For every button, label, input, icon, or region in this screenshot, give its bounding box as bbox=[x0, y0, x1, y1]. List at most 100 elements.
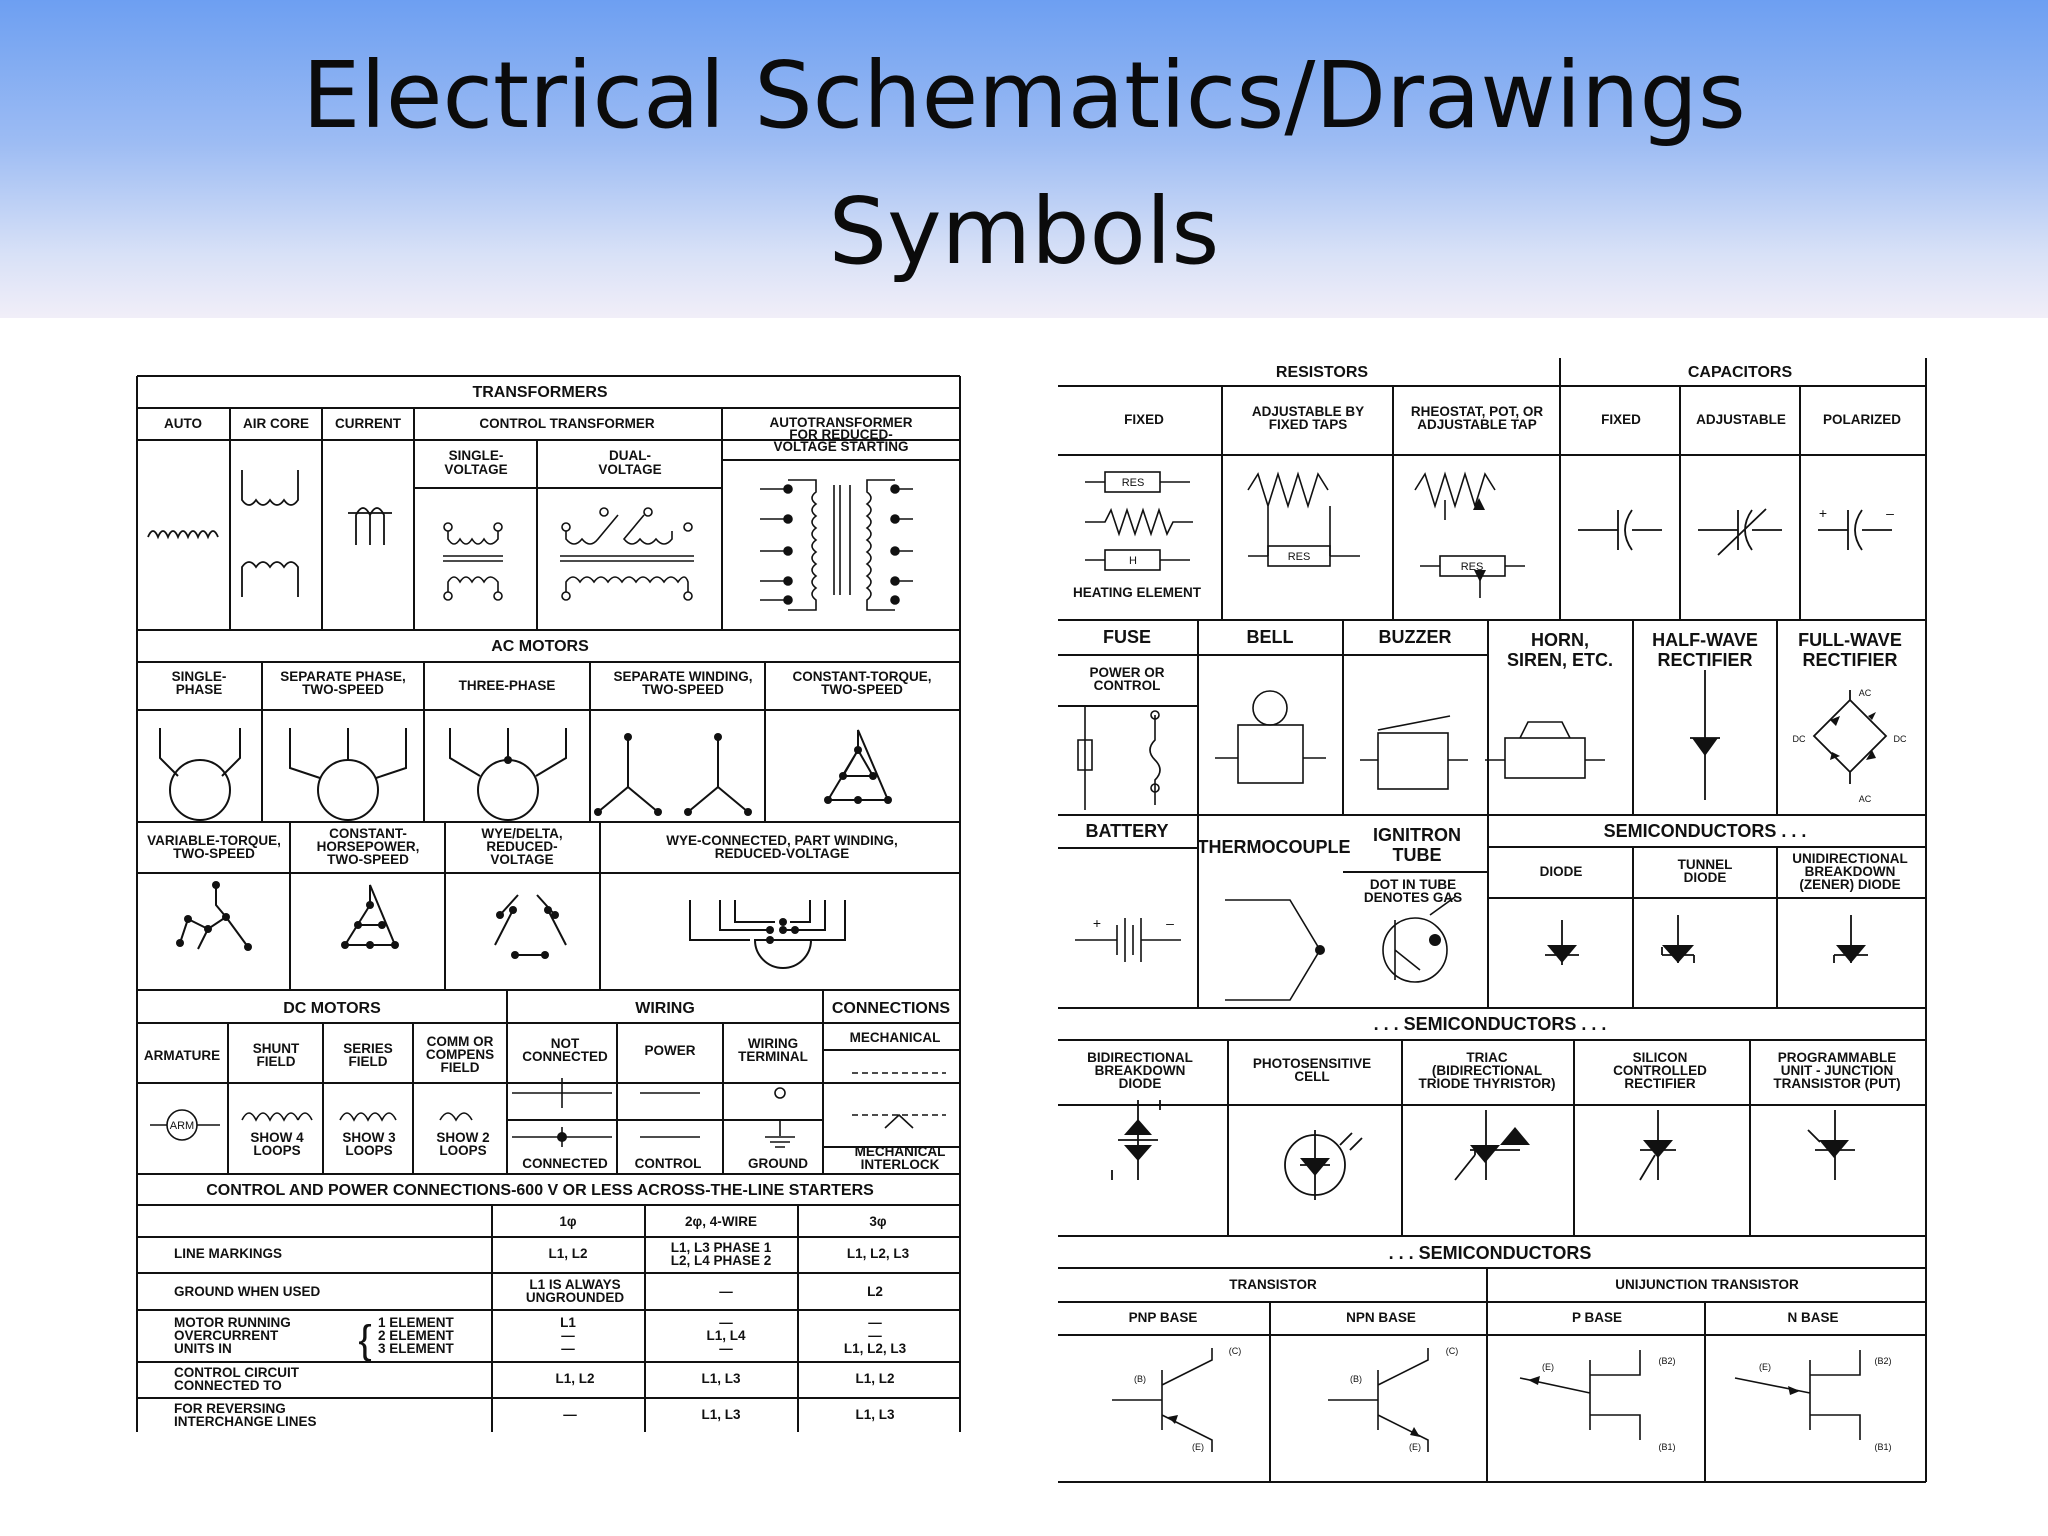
armature-label: ARMATURE bbox=[144, 1048, 220, 1063]
horn-heading-2: SIREN, ETC. bbox=[1507, 650, 1613, 670]
table-cell: L1 bbox=[560, 1315, 576, 1330]
row-label: UNITS IN bbox=[174, 1341, 232, 1356]
shunt-field-label-2: FIELD bbox=[257, 1054, 296, 1069]
rheostat-label: RHEOSTAT, POT, OR bbox=[1411, 404, 1544, 419]
autotransformer-label: AUTOTRANSFORMER bbox=[770, 415, 913, 430]
terminal-labels: (C) (B) (E) (C) (B) (E) (B2) (E) (B1) (B… bbox=[1134, 1346, 1892, 1452]
table-cell: L1, L4 bbox=[706, 1328, 746, 1343]
zener-label-2: BREAKDOWN bbox=[1805, 864, 1896, 879]
c-label-2: (C) bbox=[1446, 1346, 1459, 1356]
power-label: POWER bbox=[644, 1043, 695, 1058]
constant-hp-label-3: TWO-SPEED bbox=[327, 852, 409, 867]
minus-sign: – bbox=[1886, 505, 1894, 521]
row-label: FOR REVERSING bbox=[174, 1401, 286, 1416]
ground-label: GROUND bbox=[748, 1156, 808, 1171]
autotransformer-label-3: VOLTAGE STARTING bbox=[774, 439, 909, 454]
plus-sign: + bbox=[1819, 505, 1827, 521]
e-label-4: (E) bbox=[1759, 1362, 1771, 1372]
row-label: CONNECTED TO bbox=[174, 1378, 282, 1393]
b-label-2: (B) bbox=[1350, 1374, 1362, 1384]
table-cell: — bbox=[719, 1284, 733, 1299]
res-label-3: RES bbox=[1461, 561, 1484, 573]
starters-heading: CONTROL AND POWER CONNECTIONS-600 V OR L… bbox=[206, 1182, 874, 1199]
row-label: GROUND WHEN USED bbox=[174, 1284, 321, 1299]
ignitron-heading-2: TUBE bbox=[1393, 845, 1442, 865]
show4-label: SHOW 4 bbox=[250, 1130, 304, 1145]
starters-row-labels: LINE MARKINGS GROUND WHEN USED MOTOR RUN… bbox=[174, 1246, 455, 1429]
col-3phase: 3φ bbox=[869, 1214, 887, 1229]
row-sublabel: 1 ELEMENT bbox=[378, 1315, 455, 1330]
half-wave-heading-2: RECTIFIER bbox=[1657, 650, 1752, 670]
constant-torque-label: CONSTANT-TORQUE, bbox=[792, 669, 931, 684]
table-cell: — bbox=[868, 1315, 882, 1330]
constant-hp-label-2: HORSEPOWER, bbox=[317, 839, 420, 854]
table-cell: L1, L3 bbox=[855, 1407, 895, 1422]
thermocouple-heading: THERMOCOUPLE bbox=[1198, 837, 1351, 857]
scr-label-2: CONTROLLED bbox=[1613, 1063, 1707, 1078]
connected-label: CONNECTED bbox=[522, 1156, 608, 1171]
dc-motors-heading: DC MOTORS bbox=[283, 1000, 381, 1017]
not-connected-label: NOT bbox=[551, 1036, 580, 1051]
ac-label-2: AC bbox=[1859, 794, 1872, 804]
wiring-heading: WIRING bbox=[635, 1000, 695, 1017]
ujt-label: UNIJUNCTION TRANSISTOR bbox=[1615, 1277, 1799, 1292]
b2-label: (B2) bbox=[1658, 1356, 1675, 1366]
table-cell: L1, L2 bbox=[855, 1371, 894, 1386]
adjustable-capacitor-label: ADJUSTABLE bbox=[1696, 412, 1786, 427]
e-label-3: (E) bbox=[1542, 1362, 1554, 1372]
control-transformer-label: CONTROL TRANSFORMER bbox=[479, 416, 654, 431]
table-cell: — bbox=[561, 1341, 575, 1356]
series-field-label: SERIES bbox=[343, 1041, 393, 1056]
tunnel-diode-label: TUNNEL bbox=[1678, 857, 1733, 872]
separate-phase-label: SEPARATE PHASE, bbox=[280, 669, 406, 684]
right-grid bbox=[1058, 358, 1927, 1483]
current-label: CURRENT bbox=[335, 416, 402, 431]
resistor-symbols bbox=[1085, 471, 1525, 598]
semiconductors-mid-heading: . . . SEMICONDUCTORS . . . bbox=[1374, 1014, 1607, 1034]
connections-heading: CONNECTIONS bbox=[832, 1000, 951, 1017]
semiconductors-end-heading: . . . SEMICONDUCTORS bbox=[1389, 1243, 1592, 1263]
battery-heading: BATTERY bbox=[1086, 821, 1169, 841]
rheostat-label-2: ADJUSTABLE TAP bbox=[1417, 417, 1537, 432]
horn-heading: HORN, bbox=[1531, 630, 1589, 650]
separate-phase-label-2: TWO-SPEED bbox=[302, 682, 384, 697]
transistor-symbols bbox=[1112, 1348, 1861, 1452]
table-cell: — bbox=[868, 1328, 882, 1343]
row-label: CONTROL CIRCUIT bbox=[174, 1365, 300, 1380]
dc-label: DC bbox=[1793, 734, 1806, 744]
control-label: CONTROL bbox=[635, 1156, 702, 1171]
heating-element-label: HEATING ELEMENT bbox=[1073, 585, 1202, 600]
zener-label-3: (ZENER) DIODE bbox=[1799, 877, 1900, 892]
res-label-2: RES bbox=[1288, 551, 1311, 563]
zener-label: UNIDIRECTIONAL bbox=[1792, 851, 1908, 866]
ac-motors-heading: AC MOTORS bbox=[491, 638, 589, 655]
table-cell: L1, L3 bbox=[701, 1407, 741, 1422]
bell-heading: BELL bbox=[1247, 627, 1294, 647]
row-label: LINE MARKINGS bbox=[174, 1246, 282, 1261]
p-base-label: P BASE bbox=[1572, 1310, 1622, 1325]
mech-interlock-label: MECHANICAL bbox=[855, 1144, 946, 1159]
put-label: PROGRAMMABLE bbox=[1778, 1050, 1897, 1065]
battery-thermo-ignitron-symbols bbox=[1075, 896, 1456, 1001]
fixed-resistor-label: FIXED bbox=[1124, 412, 1164, 427]
dc-label-2: DC bbox=[1894, 734, 1907, 744]
e-label-2: (E) bbox=[1409, 1442, 1421, 1452]
full-wave-heading-2: RECTIFIER bbox=[1802, 650, 1897, 670]
comm-field-label: COMM OR bbox=[427, 1034, 494, 1049]
diode-label: DIODE bbox=[1540, 864, 1583, 879]
power-or-control-label-2: CONTROL bbox=[1094, 678, 1161, 693]
scr-label-3: RECTIFIER bbox=[1624, 1076, 1696, 1091]
single-phase-label: SINGLE- bbox=[172, 669, 227, 684]
ac-label: AC bbox=[1859, 688, 1872, 698]
single-phase-label-2: PHASE bbox=[176, 682, 223, 697]
row-sublabel: 2 ELEMENT bbox=[378, 1328, 455, 1343]
n-base-label: N BASE bbox=[1787, 1310, 1838, 1325]
photosensitive-label-2: CELL bbox=[1294, 1069, 1329, 1084]
row-label: OVERCURRENT bbox=[174, 1328, 279, 1343]
single-voltage-label: SINGLE- bbox=[449, 448, 504, 463]
fixed-capacitor-label: FIXED bbox=[1601, 412, 1641, 427]
show3-label: SHOW 3 bbox=[342, 1130, 396, 1145]
variable-torque-label-2: TWO-SPEED bbox=[173, 846, 255, 861]
